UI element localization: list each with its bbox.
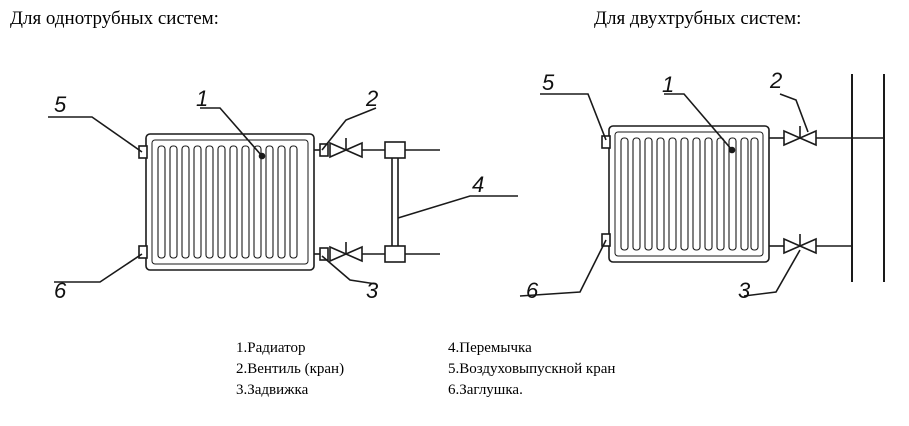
radiator-left: [145, 133, 315, 271]
callout-6-right: 6: [526, 278, 539, 303]
air-vent-left: [138, 145, 148, 159]
single-pipe-diagram: [48, 107, 518, 285]
valve-top-left: [319, 138, 363, 159]
single-pipe-callouts: 1 2 3 4 5 6: [54, 86, 484, 303]
callout-6-left: 6: [54, 278, 67, 303]
plug-left: [138, 245, 148, 259]
legend-item-bypass: 4.Перемычка: [448, 340, 532, 356]
single-pipe-title: Для однотрубных систем:: [10, 8, 219, 29]
legend-item-radiator: 1.Радиатор: [236, 340, 306, 356]
tee-top: [384, 141, 406, 159]
callout-5-left: 5: [54, 92, 67, 117]
callout-2-right: 2: [769, 68, 782, 93]
callout-1-left: 1: [196, 86, 208, 111]
valve-bottom-left: [319, 242, 363, 263]
callout-5-right: 5: [542, 70, 555, 95]
callout-3-right: 3: [738, 278, 751, 303]
air-vent-right: [601, 135, 611, 149]
callout-2-left: 2: [365, 86, 378, 111]
callout-1-right: 1: [662, 72, 674, 97]
legend-item-air-vent: 5.Воздуховыпускной кран: [448, 361, 616, 377]
legend-item-valve: 2.Вентиль (кран): [236, 361, 345, 377]
two-pipe-diagram: [519, 74, 885, 297]
two-pipe-title: Для двухтрубных систем:: [594, 8, 802, 29]
callout-4-left: 4: [472, 172, 484, 197]
tee-bottom: [384, 245, 406, 263]
radiator-right: [608, 125, 770, 263]
callout-3-left: 3: [366, 278, 379, 303]
valve-top-right: [783, 126, 817, 147]
legend-item-gate-valve: 3.Задвижка: [236, 382, 309, 398]
legend-item-plug: 6.Заглушка.: [448, 382, 523, 398]
two-pipe-callouts: 1 2 3 5 6: [526, 68, 782, 303]
